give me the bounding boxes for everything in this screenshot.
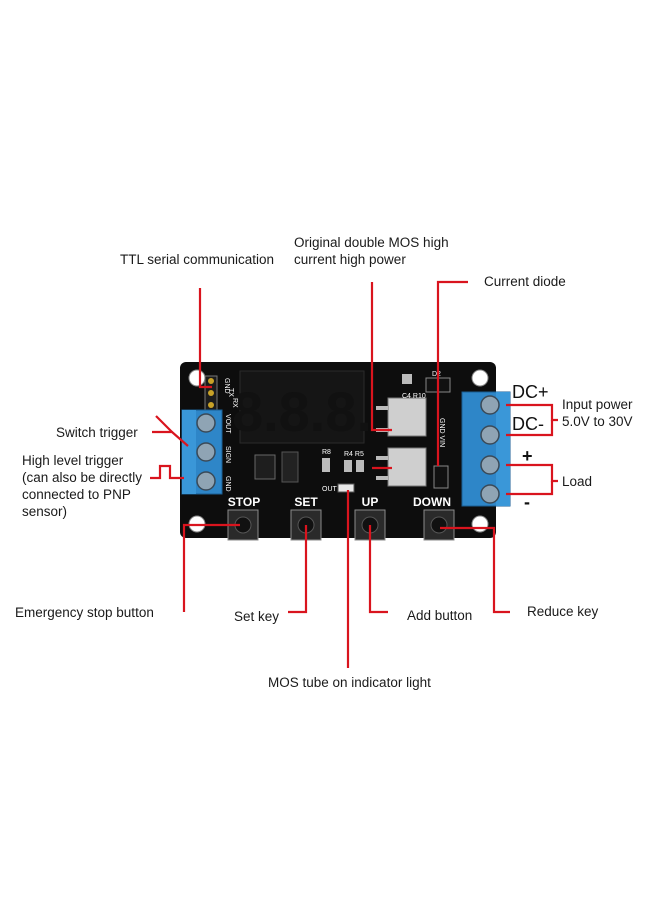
dc-plus-label: DC+ bbox=[512, 382, 549, 402]
callout-line-pulse bbox=[150, 464, 184, 480]
vout-label: VOUT bbox=[224, 414, 231, 434]
mosfet-pair bbox=[376, 397, 427, 487]
left-terminal-block: VOUT SIGN GND bbox=[181, 409, 231, 495]
callout-load: Load bbox=[562, 474, 593, 489]
callout-line-diode bbox=[436, 280, 468, 466]
d2-label: D2 bbox=[432, 371, 441, 378]
callout-line-dcminus bbox=[506, 420, 554, 437]
callout-line-mos-1 bbox=[370, 282, 392, 432]
up-label: UP bbox=[362, 495, 379, 509]
seven-segment-display: 8.8.8. bbox=[232, 370, 372, 444]
callout-mos-indicator: MOS tube on indicator light bbox=[268, 675, 431, 690]
pin-gnd-label: GND bbox=[223, 378, 230, 394]
gnd-vin-label: GND VIN bbox=[438, 418, 445, 447]
callout-line-ttl bbox=[198, 288, 212, 389]
callout-line-dcplus bbox=[506, 403, 558, 422]
callout-ttl-serial: TTL serial communication bbox=[120, 252, 275, 267]
callout-current-diode: Current diode bbox=[484, 274, 566, 289]
callout-line-down bbox=[440, 526, 510, 614]
gnd-left-label: GND bbox=[224, 476, 231, 492]
right-terminal-block: GND VIN bbox=[438, 391, 511, 507]
mosfet-2 bbox=[387, 447, 427, 487]
stop-label: STOP bbox=[228, 495, 260, 509]
callout-set-key: Set key bbox=[234, 609, 280, 624]
mos-indicator-led bbox=[337, 483, 355, 493]
mosfet-1 bbox=[387, 397, 427, 437]
smd-components: R8 R4 R5 D2 C4 R10 OUT bbox=[254, 371, 451, 493]
callout-line-loadplus bbox=[506, 463, 558, 483]
callout-line-stop bbox=[182, 523, 240, 612]
callout-line-loadminus bbox=[506, 481, 554, 496]
set-label: SET bbox=[294, 495, 318, 509]
r4r5-label: R4 R5 bbox=[344, 451, 364, 458]
callout-high-level-trigger: High level trigger (can also be directly… bbox=[22, 453, 143, 519]
sign-label: SIGN bbox=[224, 446, 231, 463]
down-label: DOWN bbox=[413, 495, 451, 509]
callout-emergency-stop: Emergency stop button bbox=[15, 605, 154, 620]
callout-line-switch-tick bbox=[155, 415, 173, 433]
mount-hole-top-left bbox=[188, 369, 206, 387]
pin-tx-label: TX bbox=[227, 388, 234, 397]
callout-add-button: Add button bbox=[407, 608, 473, 623]
terminal-labels: DC+ DC- + - bbox=[512, 382, 549, 512]
callout-mos-original: Original double MOS high current high po… bbox=[294, 235, 449, 267]
c4r10-label: C4 R10 bbox=[402, 393, 426, 400]
pin-rx-label: RX bbox=[231, 398, 238, 408]
out-label: OUT bbox=[322, 486, 338, 493]
callout-line-set bbox=[288, 525, 308, 614]
load-minus-label: - bbox=[524, 492, 530, 512]
display-digits: 8.8.8. bbox=[232, 380, 372, 443]
callout-switch-trigger: Switch trigger bbox=[56, 425, 138, 440]
callout-reduce-key: Reduce key bbox=[527, 604, 599, 619]
load-plus-label: + bbox=[522, 446, 533, 466]
dc-minus-label: DC- bbox=[512, 414, 544, 434]
callout-input-power: Input power 5.0V to 30V bbox=[562, 397, 633, 429]
mount-hole-bottom-right bbox=[471, 515, 489, 533]
r8-label: R8 bbox=[322, 449, 331, 456]
callout-line-up bbox=[368, 525, 388, 614]
mount-hole-top-right bbox=[471, 369, 489, 387]
serial-header: RX GND TX bbox=[204, 375, 238, 413]
down-button[interactable] bbox=[423, 509, 455, 541]
callout-lines bbox=[150, 280, 558, 668]
